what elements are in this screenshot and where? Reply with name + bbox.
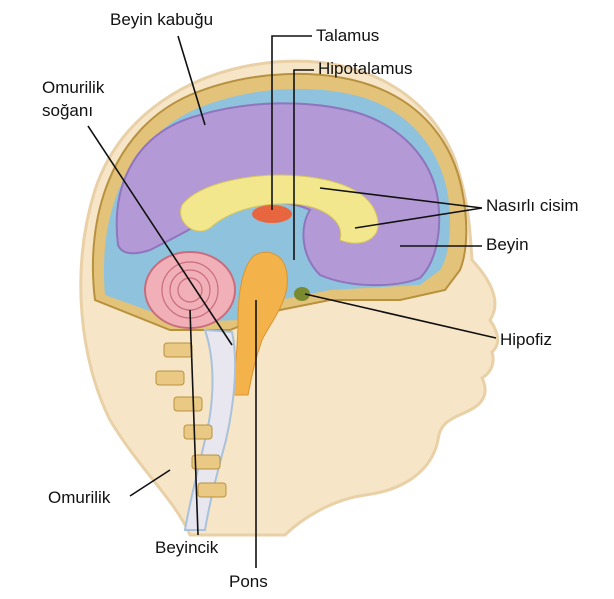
vertebra	[197, 482, 227, 498]
leader-omurilik-sogani	[87, 125, 233, 346]
pituitary	[294, 287, 310, 301]
vertebra	[191, 454, 221, 470]
label-nasirli-cisim: Nasırlı cisim	[486, 196, 579, 215]
label-beyin-kabugu: Beyin kabuğu	[110, 10, 214, 29]
label-talamus: Talamus	[316, 26, 380, 45]
vertebra	[155, 370, 185, 386]
leader-beyin-kabugu	[177, 35, 206, 126]
label-beyincik: Beyincik	[155, 538, 219, 557]
label-omurilik: Omurilik	[48, 488, 111, 507]
vertebra	[163, 342, 193, 358]
leader-hipotalamus	[293, 69, 314, 260]
vertebra	[183, 424, 213, 440]
label-omurilik-sogani-1: Omurilik	[42, 78, 105, 97]
brainstem	[231, 251, 288, 396]
label-hipofiz: Hipofiz	[500, 330, 552, 349]
leader-lines	[87, 35, 497, 568]
label-omurilik-sogani-2: soğanı	[42, 101, 94, 120]
label-beyin: Beyin	[486, 235, 529, 254]
leader-hipofiz	[304, 293, 497, 339]
thalamus	[252, 205, 292, 223]
label-pons: Pons	[229, 572, 268, 591]
vertebrae	[155, 342, 227, 498]
leader-beyincik	[189, 309, 199, 536]
label-hipotalamus: Hipotalamus	[318, 59, 413, 78]
leader-nasirli-cisim-2	[354, 207, 483, 229]
vertebra	[173, 396, 203, 412]
corpus-callosum	[180, 174, 379, 244]
leader-omurilik	[129, 469, 171, 497]
leader-nasirli-cisim-1	[319, 187, 483, 209]
leader-talamus	[271, 35, 312, 210]
cerebellum-fold	[177, 277, 203, 303]
